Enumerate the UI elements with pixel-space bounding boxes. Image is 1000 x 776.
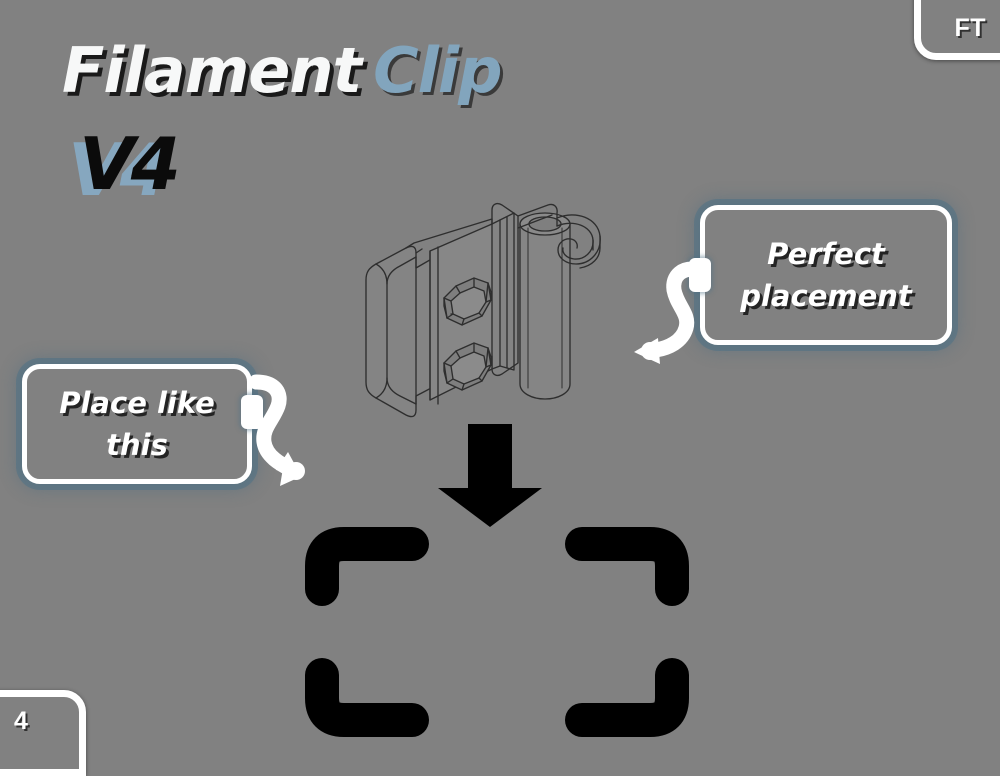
callout-left-line1: Place like (59, 385, 215, 420)
callout-connector-nub (689, 258, 711, 292)
badge-page-number: 4 (14, 707, 29, 735)
callout-place-like-this[interactable]: Place like this (22, 364, 263, 484)
corner-frame-bottom-left (0, 690, 86, 776)
title-version-front-layer: V4 (79, 122, 181, 206)
callout-right-line2: placement (740, 279, 912, 313)
callout-left-line2: this (106, 428, 168, 462)
filament-clip-3d-model (352, 188, 624, 428)
badge-brand-label: FT (954, 14, 986, 42)
callout-right-line1: Perfect (767, 236, 885, 271)
arrow-down-icon (438, 424, 542, 527)
callout-connector-nub (241, 395, 263, 429)
title-version-shadow-layer: V4 (68, 128, 170, 212)
corner-brackets-icon (305, 527, 689, 737)
curved-arrow-down-right-icon (248, 374, 305, 486)
corner-frame-top-right (914, 0, 1000, 60)
callout-perfect-placement[interactable]: Perfect placement (689, 205, 952, 345)
title-version: V4 V4 (68, 128, 288, 212)
title-word-accent: Clip (373, 34, 502, 107)
title-word-main: Filament (62, 34, 362, 107)
